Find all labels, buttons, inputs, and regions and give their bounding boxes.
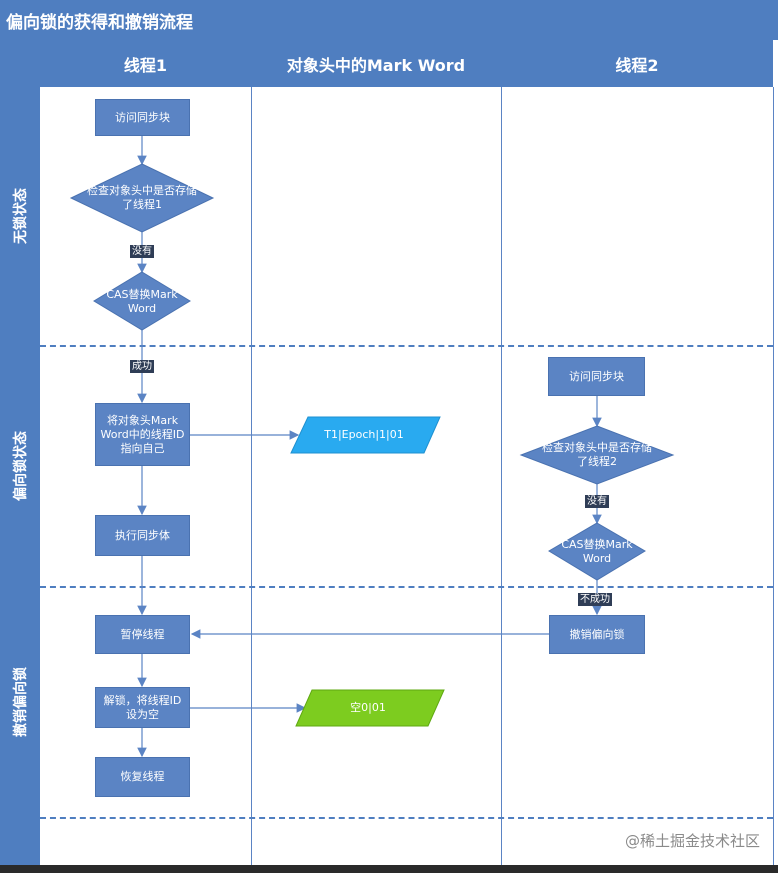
t2-cas-text: CAS替换Mark Word: [561, 538, 633, 565]
phase-divider: [40, 586, 773, 588]
t1-unlock: 解锁，将线程ID设为空: [95, 687, 190, 728]
t1-success-label: 成功: [130, 360, 154, 373]
t1-exec-sync-body: 执行同步体: [95, 515, 190, 556]
page-title: 偏向锁的获得和撤销流程: [0, 0, 778, 40]
phase-divider: [40, 817, 773, 819]
markword-biased-shape: [290, 416, 441, 454]
t1-pause-thread: 暂停线程: [95, 615, 190, 654]
phase-divider: [40, 345, 773, 347]
decision-check-thread2: [519, 425, 675, 485]
lane-header-thread2: 线程2: [501, 40, 773, 87]
t1-access-sync-block: 访问同步块: [95, 99, 190, 136]
t1-cas-text: CAS替换Mark Word: [106, 288, 178, 315]
decision-check-thread1: [69, 163, 215, 233]
markword-empty-shape: [295, 689, 445, 727]
lane-header-thread1: 线程1: [40, 40, 251, 87]
decision-cas-thread2: [548, 522, 646, 581]
decision-cas-thread1: [93, 271, 191, 331]
t2-fail-label: 不成功: [578, 593, 612, 606]
lane-header-markword: 对象头中的Mark Word: [251, 40, 501, 87]
t1-resume-thread: 恢复线程: [95, 757, 190, 797]
t1-check-text: 检查对象头中是否存储了线程1: [87, 184, 197, 211]
watermark: @稀土掘金技术社区: [624, 832, 760, 850]
t1-no-label: 没有: [130, 245, 154, 258]
bottom-edge: [0, 865, 778, 873]
t1-set-thread-id: 将对象头Mark Word中的线程ID指向自己: [95, 403, 190, 466]
t2-revoke-biased-lock: 撤销偏向锁: [549, 615, 645, 654]
t2-no-label: 没有: [585, 495, 609, 508]
markword-empty-text: 空0|01: [350, 701, 386, 714]
t2-check-text: 检查对象头中是否存储了线程2: [542, 441, 652, 468]
lane-divider: [501, 87, 502, 865]
t2-access-sync-block: 访问同步块: [548, 357, 645, 396]
markword-biased-text: T1|Epoch|1|01: [324, 428, 404, 441]
lane-divider: [773, 87, 774, 865]
phase-strip: [0, 40, 40, 873]
lane-divider: [251, 87, 252, 865]
